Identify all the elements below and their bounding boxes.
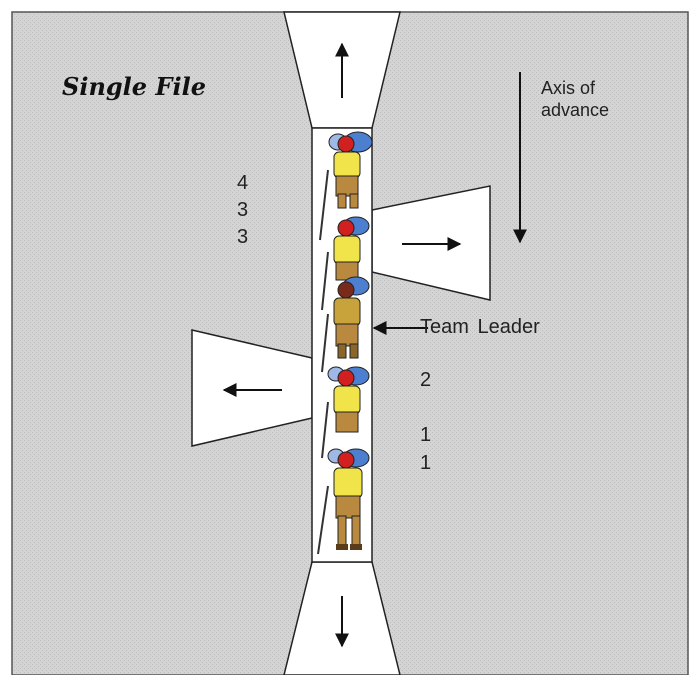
position-number-4: 4 bbox=[237, 172, 249, 194]
position-number-1b: 1 bbox=[420, 452, 432, 474]
hiker-1 bbox=[317, 448, 370, 555]
team-leader-label: Team Leader bbox=[420, 316, 540, 338]
hiker-4 bbox=[321, 216, 370, 311]
diagram-title: Single File bbox=[62, 72, 206, 101]
axis-of-advance-label: Axis of advance bbox=[541, 77, 641, 121]
position-number-3a: 3 bbox=[237, 199, 249, 221]
position-number-3b: 3 bbox=[237, 226, 249, 248]
axis-label-line-1: Axis of bbox=[541, 78, 596, 98]
hiker-2 bbox=[321, 366, 370, 459]
position-number-1a: 1 bbox=[420, 424, 432, 446]
axis-label-line-2: advance bbox=[541, 100, 610, 120]
hiker-3-team-leader bbox=[321, 276, 370, 373]
hiker-5 bbox=[319, 131, 373, 241]
position-number-2: 2 bbox=[420, 369, 432, 391]
